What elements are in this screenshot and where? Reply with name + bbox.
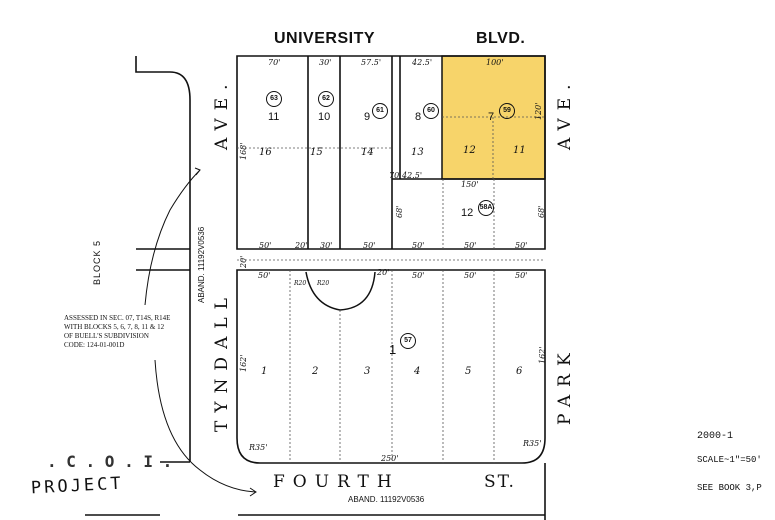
see-book-text: SEE BOOK 3,P: [697, 483, 762, 493]
dim-162-b: 162': [538, 346, 547, 364]
street-tyndall: TYNDALL: [212, 290, 232, 432]
note-line: CODE: 124-01-001D: [64, 341, 125, 349]
parcel-57[interactable]: 57: [400, 333, 416, 349]
block-label: BLOCK 5: [92, 239, 102, 285]
block-outlines: [85, 55, 546, 520]
street-park: PARK: [555, 345, 575, 425]
dim-b50-b: 50': [363, 241, 376, 250]
note-line: ASSESSED IN SEC. 07, T14S, R14E: [64, 314, 171, 322]
dim-s20: 20': [239, 255, 248, 268]
dim-r35-b: R35': [523, 439, 542, 448]
dim-r20-b: R20: [317, 280, 330, 287]
dim-t50-d: 50': [515, 271, 528, 280]
south-lot-4: 4: [414, 366, 421, 377]
south-lot-2: 2: [312, 366, 319, 377]
lot-10: 10: [318, 111, 331, 123]
street-fourth: FOURTH: [273, 472, 400, 492]
dim-162-a: 162': [239, 354, 248, 372]
south-lot-6: 6: [516, 366, 523, 377]
dim-b50-c: 50': [412, 241, 425, 250]
dim-b20: 20': [295, 241, 308, 250]
dim-t50-c: 50': [464, 271, 477, 280]
parcel-61[interactable]: 61: [372, 103, 388, 119]
street-ave-right: AVE.: [555, 76, 575, 150]
dim-68-b: 68': [537, 205, 546, 218]
sublot-16: 16: [259, 147, 272, 158]
dim-b50-e: 50': [515, 241, 528, 250]
sublot-11: 11: [513, 145, 526, 156]
dim-t50-a: 50': [258, 271, 271, 280]
dim-t50-b: 50': [412, 271, 425, 280]
note-line: WITH BLOCKS 5, 6, 7, 8, 11 & 12: [64, 323, 165, 331]
street-st: ST.: [484, 472, 516, 492]
street-ave-left: AVE.: [212, 76, 232, 150]
dim-100: 100': [486, 58, 504, 67]
scale-text: SCALE~1"=50': [697, 455, 762, 465]
dim-r20-a: R20: [294, 280, 307, 287]
sublot-14: 14: [361, 147, 374, 158]
lot-lines: [237, 116, 545, 463]
street-blvd: BLVD.: [476, 30, 526, 47]
dim-b50-d: 50': [464, 241, 477, 250]
lot-9: 9: [364, 111, 371, 123]
assessment-note: ASSESSED IN SEC. 07, T14S, R14E WITH BLO…: [64, 314, 170, 350]
dim-42-5: 42.5': [412, 58, 433, 67]
parcel-62[interactable]: 62: [318, 91, 334, 107]
street-university: UNIVERSITY: [274, 30, 376, 47]
dim-168: 168': [239, 142, 248, 160]
parcel-60[interactable]: 60: [423, 103, 439, 119]
parcel-58a[interactable]: 58A: [478, 200, 494, 216]
lot-12: 12: [461, 207, 474, 219]
dim-70-b: 70': [389, 171, 402, 180]
aband-bottom: ABAND. 11192V0536: [348, 495, 425, 504]
parcel-63[interactable]: 63: [266, 91, 282, 107]
dim-120: 120': [534, 102, 543, 120]
co-text: . C . O . I .: [47, 452, 173, 471]
dim-r35-a: R35': [249, 443, 268, 452]
sublot-13: 13: [411, 147, 424, 158]
south-lot-5: 5: [465, 366, 472, 377]
south-lot-3: 3: [364, 366, 371, 377]
dim-t20: 20': [377, 268, 390, 277]
dim-b50-a: 50': [259, 241, 272, 250]
sublot-12: 12: [463, 145, 476, 156]
dim-250: 250': [381, 454, 399, 463]
dim-70: 70': [268, 58, 281, 67]
dim-57-5: 57.5': [361, 58, 382, 67]
dim-68-a: 68': [395, 205, 404, 218]
dim-30: 30': [319, 58, 332, 67]
note-line: OF BUELL'S SUBDIVISION: [64, 332, 149, 340]
leader-arrows: [144, 167, 257, 497]
dim-42-5-b: 42.5': [402, 171, 423, 180]
lot-1: 1: [389, 342, 397, 357]
project-text: PROJECT: [30, 473, 125, 499]
highlighted-parcel[interactable]: [441, 55, 546, 180]
south-lot-1: 1: [261, 366, 268, 377]
dim-b30: 30': [320, 241, 333, 250]
lot-7: 7: [488, 111, 495, 123]
dim-150: 150': [461, 180, 479, 189]
lot-8: 8: [415, 111, 422, 123]
sublot-15: 15: [310, 147, 323, 158]
parcel-59[interactable]: 59: [499, 103, 515, 119]
lot-11: 11: [268, 111, 280, 123]
aband-vertical: ABAND. 11192V0536: [197, 226, 206, 303]
book-number: 2000-1: [697, 431, 734, 442]
